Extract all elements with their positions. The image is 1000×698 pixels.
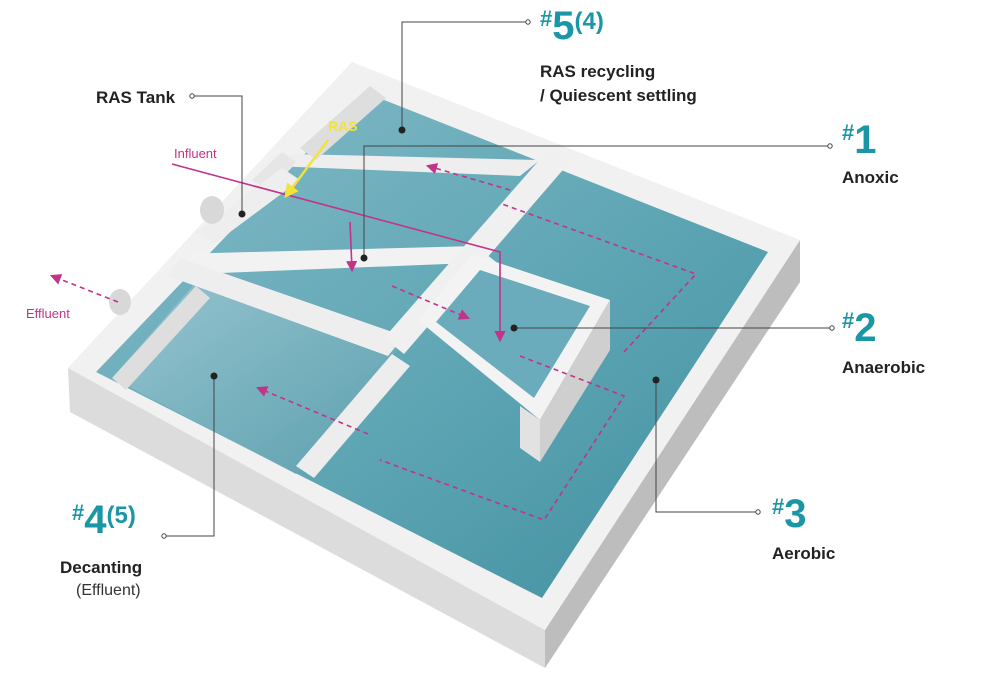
zone3-number: #3 (772, 494, 807, 534)
zone3-hash: # (772, 494, 784, 519)
zone1-number: #1 (842, 120, 877, 160)
ras-label: RAS (328, 118, 358, 134)
dot-z1 (361, 255, 368, 262)
dot-z3 (653, 377, 660, 384)
ring-z2 (830, 326, 834, 330)
zone5-main: 5 (552, 4, 574, 48)
zone1-name: Anoxic (842, 166, 899, 190)
effluent-label: Effluent (26, 306, 70, 321)
zone1-hash: # (842, 120, 854, 145)
dot-z5 (399, 127, 406, 134)
dot-z2 (511, 325, 518, 332)
zone4-hash: # (72, 500, 84, 525)
influent-label: Influent (174, 146, 217, 161)
zone2-main: 2 (854, 306, 876, 350)
zone4-main: 4 (84, 498, 106, 542)
zone4-note: (Effluent) (76, 580, 141, 602)
zone2-hash: # (842, 308, 854, 333)
ring-ras-tank (190, 94, 194, 98)
zone2-number: #2 (842, 308, 877, 348)
pipe-effluent (109, 289, 131, 315)
zone5-number: #5(4) (540, 6, 604, 46)
ring-z5 (526, 20, 530, 24)
zone4-sub: (5) (107, 502, 136, 529)
zone1-main: 1 (854, 118, 876, 162)
zone5-hash: # (540, 6, 552, 31)
ring-z4 (162, 534, 166, 538)
dot-z4 (211, 373, 218, 380)
zone3-name: Aerobic (772, 542, 835, 566)
zone5-name-line2: / Quiescent settling (540, 84, 697, 108)
ring-z3 (756, 510, 760, 514)
zone5-sub: (4) (575, 8, 604, 35)
zone4-name: Decanting (60, 556, 142, 580)
pipe-ras (200, 196, 224, 224)
ras-tank-label: RAS Tank (96, 86, 175, 110)
dot-ras-tank (239, 211, 246, 218)
zone2-name: Anaerobic (842, 356, 925, 380)
flow-effluent (52, 276, 118, 302)
zone3-main: 3 (784, 492, 806, 536)
zone4-number: #4(5) (72, 500, 136, 540)
zone5-name-line1: RAS recycling (540, 60, 655, 84)
ring-z1 (828, 144, 832, 148)
